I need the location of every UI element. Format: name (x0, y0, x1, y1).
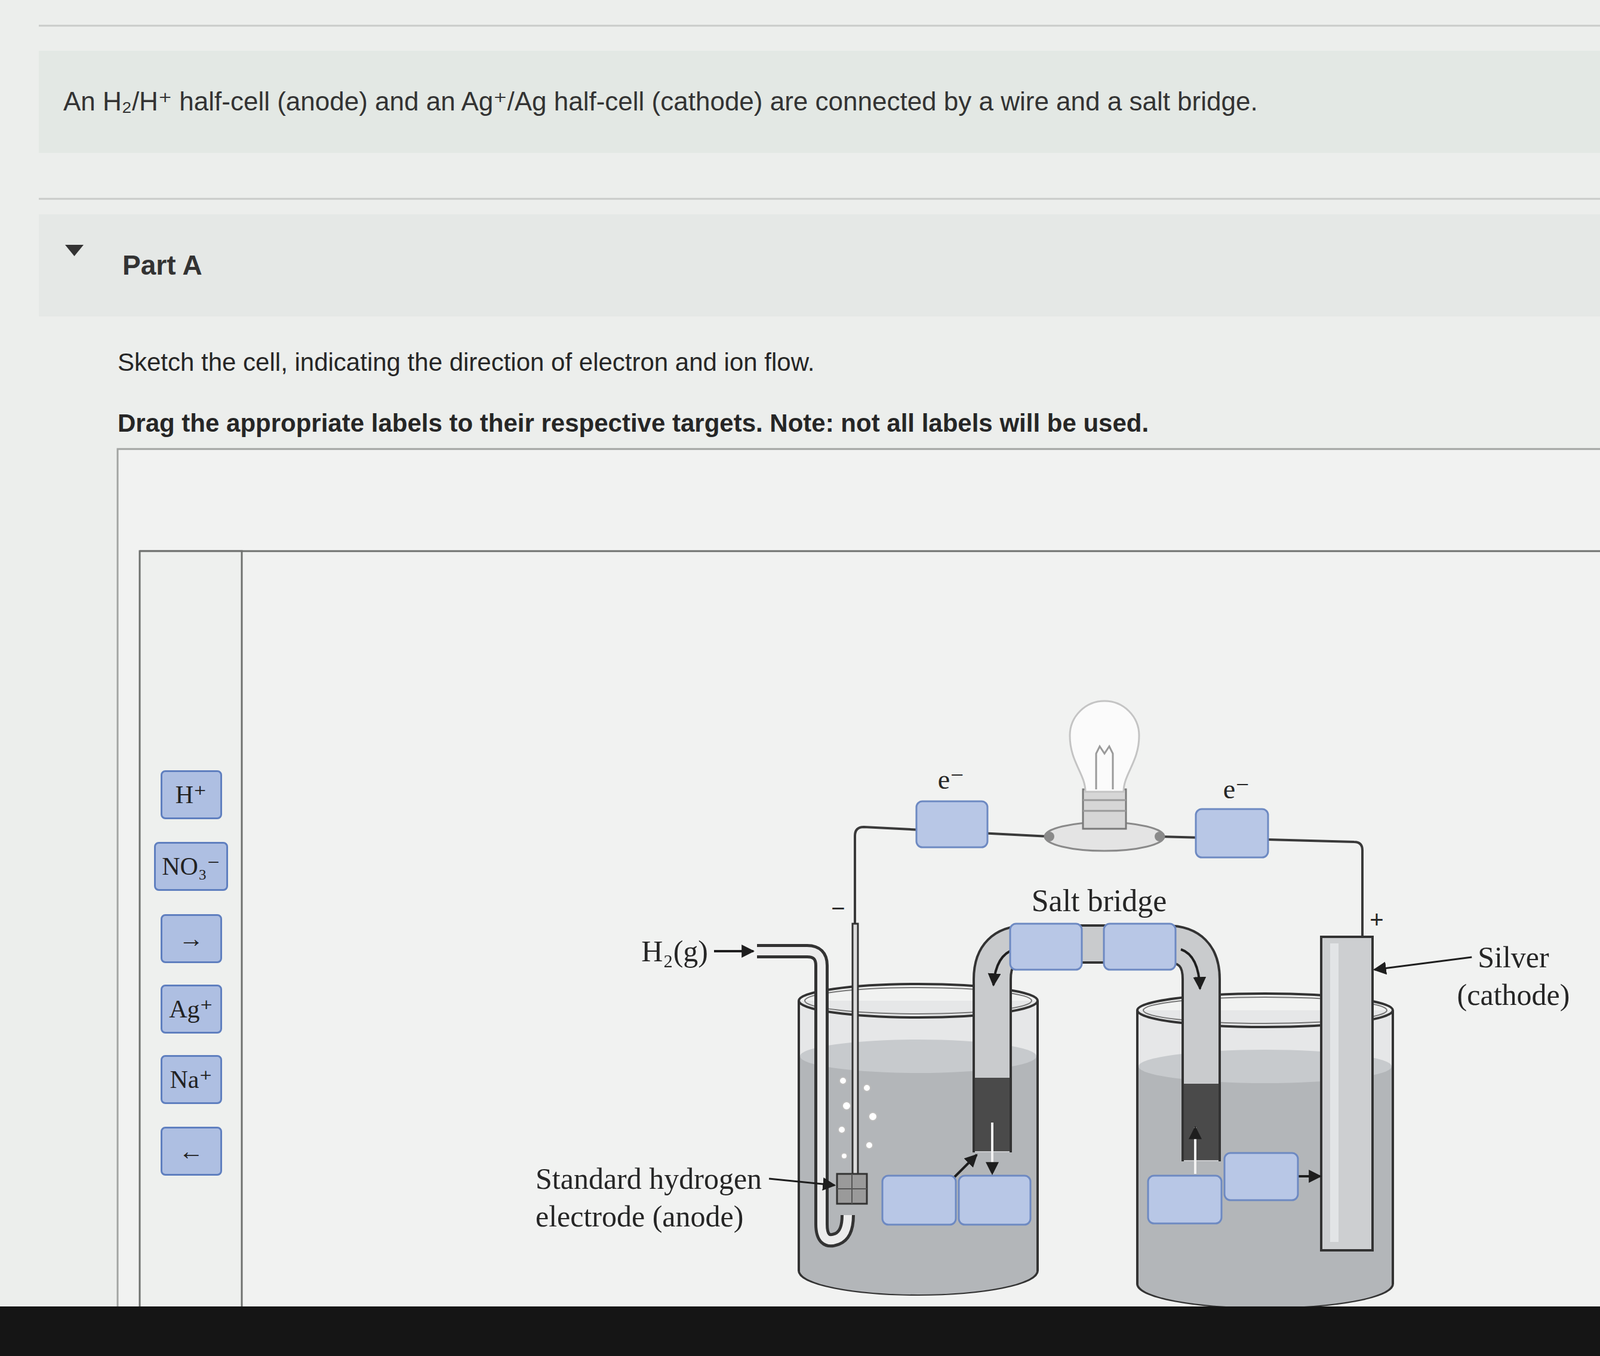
hydrogen-bubbles (841, 1152, 848, 1159)
node-text: Ag⁺ (168, 994, 214, 1024)
part-label: Salt bridge (1031, 881, 1168, 920)
flow-arrow (1180, 949, 1200, 989)
flow-arrow (1297, 1174, 1321, 1178)
drop-target (882, 801, 1298, 1225)
silver-electrode (1321, 936, 1373, 1251)
flow-arrow (991, 1122, 994, 1174)
hydrogen-bubbles (839, 1077, 847, 1085)
anode-electrode (837, 1173, 867, 1204)
salt-bridge (1183, 1083, 1219, 1160)
part-label: Silver (cathode) (1444, 938, 1583, 1014)
drop-target (1195, 808, 1269, 858)
label-tile: ← (160, 1126, 223, 1176)
hydrogen-tube (757, 951, 848, 1240)
node-text: Na⁺ (169, 1064, 212, 1095)
anode-electrode (852, 923, 858, 1181)
part-header: Part A (38, 214, 1600, 317)
anode-electrode (837, 923, 867, 1204)
gas-label: H₂(g) (641, 932, 709, 971)
electron-label: e⁻ (937, 762, 965, 798)
leader-line (768, 957, 1472, 1186)
light-bulb (1044, 831, 1055, 842)
drop-target (958, 1175, 1031, 1225)
silver-electrode (1330, 943, 1339, 1242)
node-text: → (178, 923, 204, 954)
salt-bridge (992, 943, 1202, 1162)
hydrogen-bubbles (838, 1125, 846, 1134)
light-bulb (1069, 700, 1140, 792)
part-label: Standard hydrogen electrode (anode) (535, 1160, 787, 1235)
drop-target (1010, 923, 1082, 970)
light-bulb (1082, 810, 1126, 812)
instruction-text: Drag the appropriate labels to their res… (117, 407, 1149, 440)
leader-line (768, 1178, 835, 1186)
silver-electrode (1321, 936, 1373, 1251)
light-bulb (1044, 700, 1165, 851)
flow-arrow (950, 949, 1321, 1181)
label-tile: Ag⁺ (160, 984, 223, 1034)
node-text: An H₂/H⁺ half-cell (anode) and an Ag⁺/Ag… (63, 85, 1258, 118)
node-text: H⁺ (175, 779, 208, 810)
hydrogen-bubbles (842, 1101, 851, 1110)
electron-label: e⁻ (1223, 771, 1251, 807)
drop-target (1103, 923, 1176, 970)
drop-target (1224, 1152, 1298, 1200)
drop-target (1148, 1175, 1222, 1224)
light-bulb (1096, 746, 1113, 790)
anode-beaker (800, 1056, 1037, 1295)
photo-edge (0, 1306, 1600, 1356)
question-band: An H₂/H⁺ half-cell (anode) and an Ag⁺/Ag… (38, 50, 1600, 153)
drop-panel (117, 448, 1600, 1356)
salt-bridge (992, 943, 1202, 1162)
drop-panel (117, 448, 1600, 1356)
hydrogen-tube (757, 951, 848, 1240)
label-tile: NO₃⁻ (154, 841, 228, 891)
page-rule (38, 198, 1600, 200)
hydrogen-bubbles (865, 1141, 873, 1149)
anode-electrode (851, 1173, 853, 1204)
drop-target (882, 1175, 956, 1225)
hydrogen-tube (757, 951, 848, 1240)
drop-panel (139, 551, 242, 1356)
instruction-text: Sketch the cell, indicating the directio… (117, 346, 815, 379)
label-tile: → (160, 914, 223, 963)
drop-panel (139, 550, 1600, 553)
hydrogen-bubbles (863, 1084, 871, 1092)
node-text: Part A (122, 248, 203, 282)
drop-target (916, 801, 988, 848)
node-text: ← (178, 1136, 204, 1166)
photo-edge (0, 1306, 1600, 1356)
polarity-sign: + (1369, 904, 1384, 935)
light-bulb (1154, 831, 1165, 842)
label-tile: Na⁺ (160, 1054, 223, 1104)
polarity-sign: − (831, 893, 845, 923)
flow-arrow (1194, 1127, 1197, 1174)
hydrogen-bubbles (868, 1112, 878, 1121)
salt-bridge (992, 943, 1202, 1162)
leader-line (1374, 957, 1472, 970)
page-rule (38, 25, 1600, 27)
page-rule (38, 25, 1600, 199)
light-bulb (1082, 789, 1126, 829)
gas-arrow (714, 951, 754, 952)
gas-arrow (714, 949, 754, 953)
light-bulb (1082, 799, 1126, 802)
node-text: NO₃⁻ (161, 851, 220, 882)
hydrogen-bubbles (838, 1077, 878, 1159)
label-tile: H⁺ (160, 770, 223, 820)
